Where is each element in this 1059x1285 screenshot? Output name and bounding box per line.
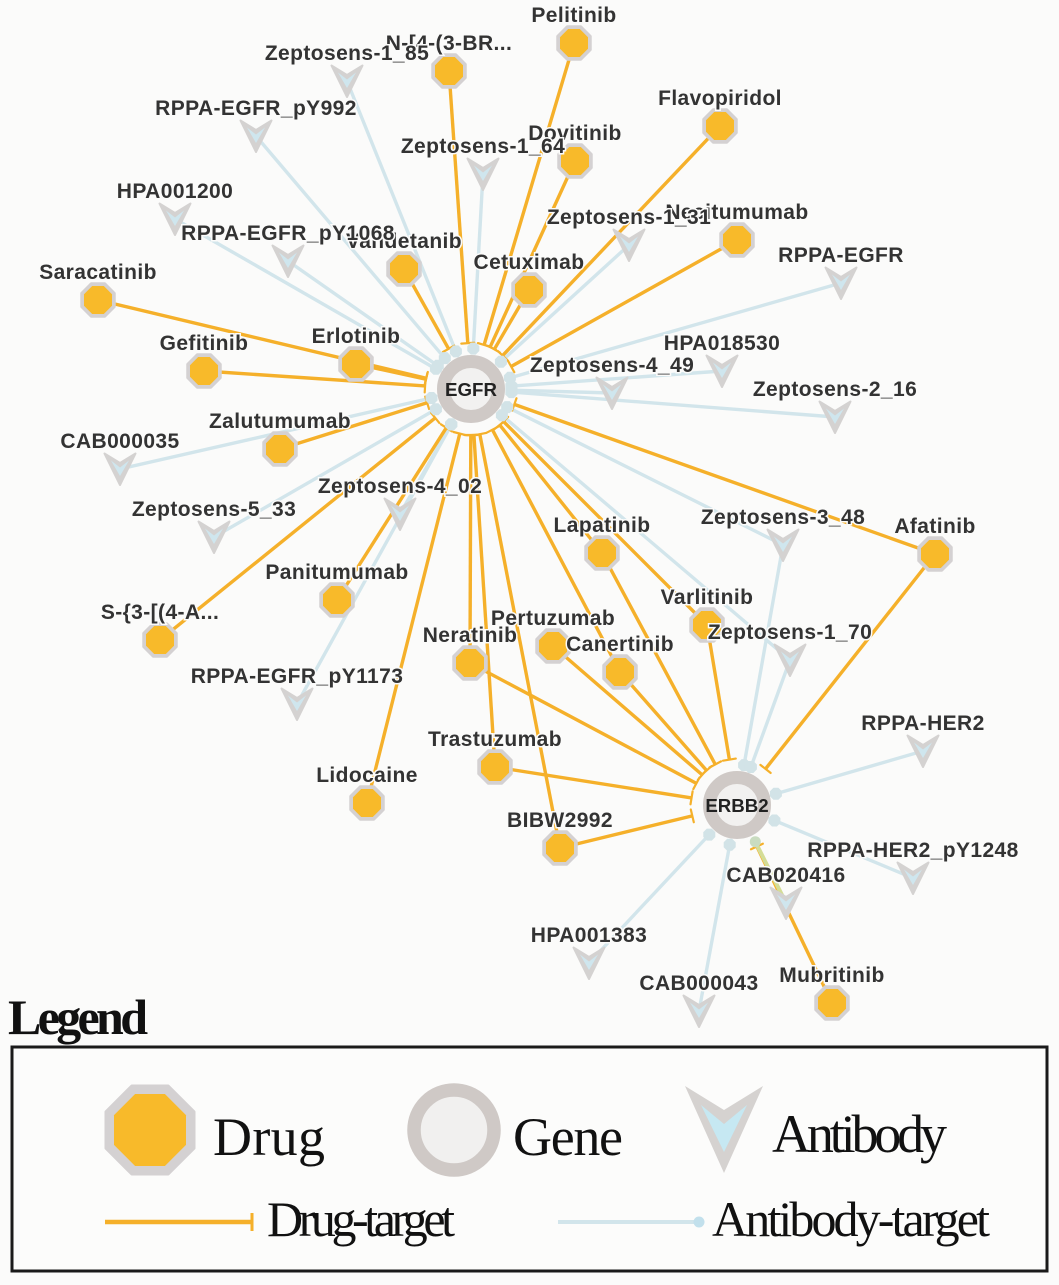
svg-text:Zeptosens-4_49: Zeptosens-4_49: [530, 354, 694, 377]
svg-text:Canertinib: Canertinib: [566, 633, 674, 656]
svg-text:Varlitinib: Varlitinib: [661, 586, 754, 609]
svg-text:Zeptosens-1_64: Zeptosens-1_64: [401, 135, 565, 158]
svg-text:Zeptosens-1_70: Zeptosens-1_70: [708, 621, 872, 644]
svg-text:Necitumumab: Necitumumab: [665, 201, 808, 224]
svg-text:Zeptosens-1_31: Zeptosens-1_31: [547, 206, 711, 229]
svg-text:Gene: Gene: [513, 1107, 623, 1167]
svg-text:Dovitinib: Dovitinib: [528, 122, 621, 145]
svg-text:Erlotinib: Erlotinib: [312, 325, 401, 348]
svg-text:Panitumumab: Panitumumab: [265, 561, 408, 584]
svg-text:Flavopiridol: Flavopiridol: [658, 87, 782, 110]
svg-text:Gefitinib: Gefitinib: [160, 332, 249, 355]
svg-text:Zeptosens-5_33: Zeptosens-5_33: [132, 498, 296, 521]
svg-text:Neratinib: Neratinib: [423, 624, 518, 647]
svg-text:S-{3-[(4-A...: S-{3-[(4-A...: [101, 601, 219, 624]
svg-text:RPPA-HER2: RPPA-HER2: [861, 712, 984, 735]
svg-text:Antibody-target: Antibody-target: [712, 1191, 990, 1247]
svg-text:Vandetanib: Vandetanib: [346, 230, 462, 253]
svg-text:Mubritinib: Mubritinib: [779, 964, 884, 987]
svg-text:ERBB2: ERBB2: [705, 795, 768, 816]
svg-text:RPPA-HER2_pY1248: RPPA-HER2_pY1248: [807, 839, 1018, 862]
svg-text:Zalutumumab: Zalutumumab: [209, 410, 351, 433]
svg-text:Zeptosens-1_85: Zeptosens-1_85: [265, 42, 429, 65]
svg-text:Afatinib: Afatinib: [894, 515, 975, 538]
svg-text:HPA001383: HPA001383: [531, 924, 647, 947]
svg-text:Cetuximab: Cetuximab: [474, 251, 585, 274]
svg-text:EGFR: EGFR: [445, 379, 497, 400]
svg-text:HPA001200: HPA001200: [117, 180, 233, 203]
svg-text:RPPA-EGFR: RPPA-EGFR: [778, 244, 904, 267]
svg-text:CAB000043: CAB000043: [639, 972, 758, 995]
svg-text:N-[4-(3-BR...: N-[4-(3-BR...: [386, 32, 513, 55]
svg-text:Pertuzumab: Pertuzumab: [491, 607, 615, 630]
svg-text:BIBW2992: BIBW2992: [507, 809, 613, 832]
svg-text:Drug-target: Drug-target: [267, 1191, 455, 1247]
svg-text:RPPA-EGFR_pY1173: RPPA-EGFR_pY1173: [191, 665, 404, 688]
svg-text:RPPA-EGFR_pY1068: RPPA-EGFR_pY1068: [181, 222, 395, 245]
svg-text:Lidocaine: Lidocaine: [316, 764, 418, 787]
svg-text:HPA018530: HPA018530: [664, 332, 780, 355]
svg-text:Zeptosens-3_48: Zeptosens-3_48: [701, 506, 865, 529]
svg-text:Zeptosens-4_02: Zeptosens-4_02: [318, 475, 482, 498]
svg-text:CAB020416: CAB020416: [726, 864, 845, 887]
svg-text:Trastuzumab: Trastuzumab: [428, 728, 562, 751]
svg-text:Antibody: Antibody: [772, 1104, 947, 1164]
svg-text:RPPA-EGFR_pY992: RPPA-EGFR_pY992: [155, 97, 357, 120]
svg-text:Lapatinib: Lapatinib: [554, 514, 651, 537]
svg-text:Drug: Drug: [213, 1107, 325, 1167]
svg-text:Zeptosens-2_16: Zeptosens-2_16: [753, 378, 917, 401]
svg-text:Pelitinib: Pelitinib: [531, 4, 616, 27]
svg-text:CAB000035: CAB000035: [60, 430, 179, 453]
svg-text:Saracatinib: Saracatinib: [39, 261, 157, 284]
svg-text:Legend: Legend: [8, 989, 148, 1045]
